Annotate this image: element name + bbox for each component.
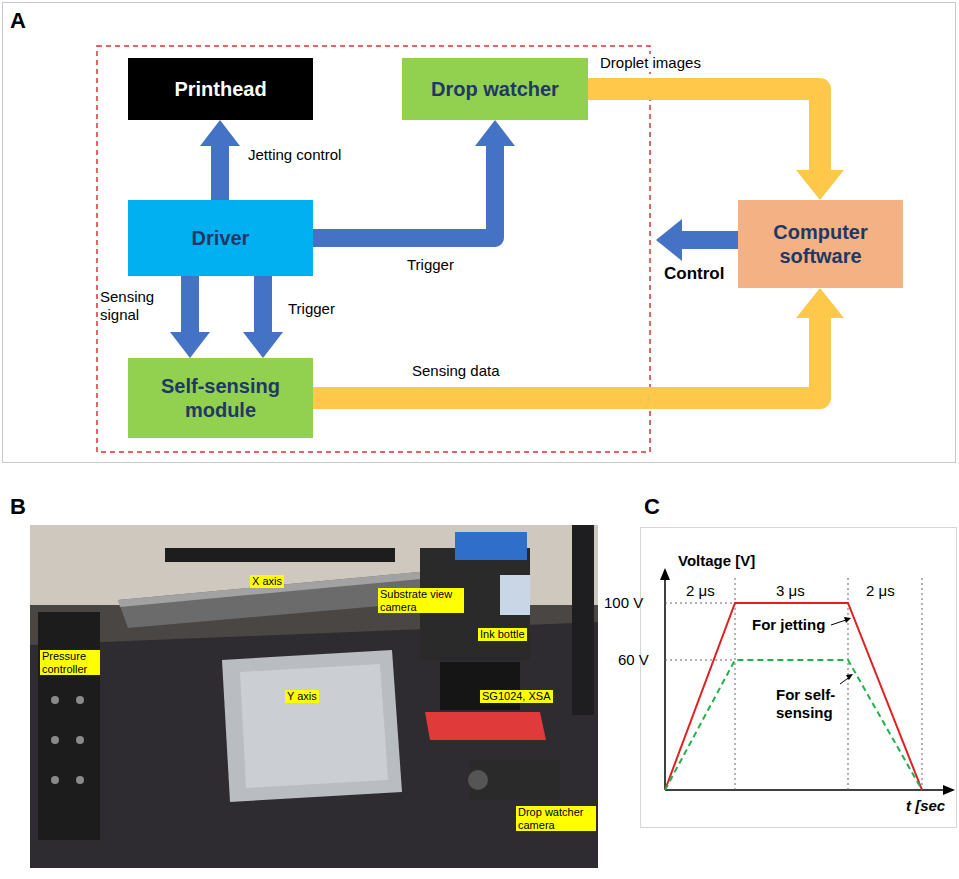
panel-frame — [641, 528, 957, 828]
edge-label: Sensing data — [410, 362, 502, 380]
arrow-shaft — [588, 89, 820, 171]
arrow-head — [796, 170, 844, 200]
block-arrow — [170, 276, 210, 358]
edge-label: Trigger — [286, 300, 337, 318]
arrow-shaft — [680, 231, 738, 249]
part-tag: Ink bottle — [478, 628, 527, 641]
edge-label: Trigger — [405, 256, 456, 274]
arrow-head — [796, 288, 844, 318]
tick-label: 60 V — [618, 651, 649, 669]
knob — [76, 776, 84, 784]
printer-photo — [30, 525, 598, 868]
axis-title: t [sec — [906, 797, 945, 815]
stand — [572, 525, 594, 715]
block-arrow — [313, 120, 515, 238]
x-axis — [665, 789, 945, 791]
node-text: Drop watcher — [431, 77, 559, 101]
block-arrow — [588, 89, 844, 200]
arrow-shaft — [211, 145, 229, 200]
node-text: Computer software — [746, 220, 895, 268]
part-tag: X axis — [250, 575, 284, 588]
photo-ground — [30, 525, 598, 868]
control-arrow — [656, 219, 738, 261]
camera-lens — [468, 770, 488, 790]
part-tag: SG1024, XSA — [480, 690, 553, 703]
arrow-head — [200, 120, 240, 146]
edge-label: Droplet images — [598, 54, 703, 72]
leader-head — [844, 617, 851, 623]
edge-label: Sensing signal — [98, 288, 174, 324]
y-axis-plate — [222, 650, 402, 802]
carriage-bracket — [455, 532, 527, 560]
jetting-waveform — [665, 603, 922, 790]
guide-line — [922, 578, 923, 790]
leader-head — [846, 674, 853, 680]
pressure-controller — [38, 612, 100, 840]
printhead — [440, 662, 520, 710]
panel-letter: B — [10, 494, 26, 520]
driver-box: Driver — [128, 200, 313, 276]
software-box: Computer software — [738, 200, 903, 288]
self-sensing-box: Self-sensing module — [128, 358, 313, 438]
arrow-shaft — [181, 276, 199, 333]
arrow-head — [656, 219, 682, 261]
axis-head — [660, 568, 670, 580]
edge-label: Jetting control — [246, 146, 343, 164]
curve-label: For self-sensing — [776, 686, 854, 722]
arrow-head — [243, 332, 283, 358]
guide-line — [848, 578, 849, 790]
x-axis-beam — [118, 568, 472, 628]
block-arrow — [313, 288, 844, 398]
printhead-box: Printhead — [128, 58, 313, 120]
ink-bottle — [500, 575, 530, 615]
part-tag: Drop watcher camera — [516, 806, 596, 831]
arrow-shaft — [254, 276, 272, 333]
block-arrow — [200, 120, 240, 200]
part-tag: Substrate view camera — [378, 588, 464, 613]
block-arrow — [243, 276, 283, 358]
knob — [51, 696, 59, 704]
knob — [76, 736, 84, 744]
duration-label: 2 μs — [686, 582, 715, 600]
node-text: Printhead — [174, 77, 266, 101]
arrow-shaft — [313, 317, 820, 398]
duration-label: 2 μs — [866, 582, 895, 600]
knob — [51, 776, 59, 784]
guide-line — [735, 578, 736, 790]
plate-surface — [240, 664, 388, 788]
waveform-chart — [641, 528, 957, 828]
panel-letter: C — [644, 494, 660, 520]
tick-label: 100 V — [604, 594, 643, 612]
duration-label: 3 μs — [776, 582, 805, 600]
cable-chain — [165, 548, 395, 562]
arrow-head — [475, 120, 515, 146]
axis-head — [943, 785, 955, 795]
y-axis — [664, 578, 666, 790]
part-tag: Y axis — [285, 690, 319, 703]
drop-watcher-box: Drop watcher — [402, 58, 588, 120]
axis-title: Voltage [V] — [678, 552, 755, 570]
panel-frame — [3, 3, 956, 463]
curve-label: For jetting — [752, 616, 825, 634]
arrow-head — [170, 332, 210, 358]
node-text: Self-sensing module — [136, 374, 305, 422]
arrow-label: Control — [664, 264, 724, 284]
knob — [76, 696, 84, 704]
red-tray — [425, 712, 546, 740]
panel-letter: A — [10, 8, 26, 34]
knob — [51, 736, 59, 744]
node-text: Driver — [192, 226, 250, 250]
part-tag: Pressure controller — [40, 650, 100, 675]
guide-line — [665, 660, 735, 661]
sensing-waveform — [665, 660, 922, 790]
